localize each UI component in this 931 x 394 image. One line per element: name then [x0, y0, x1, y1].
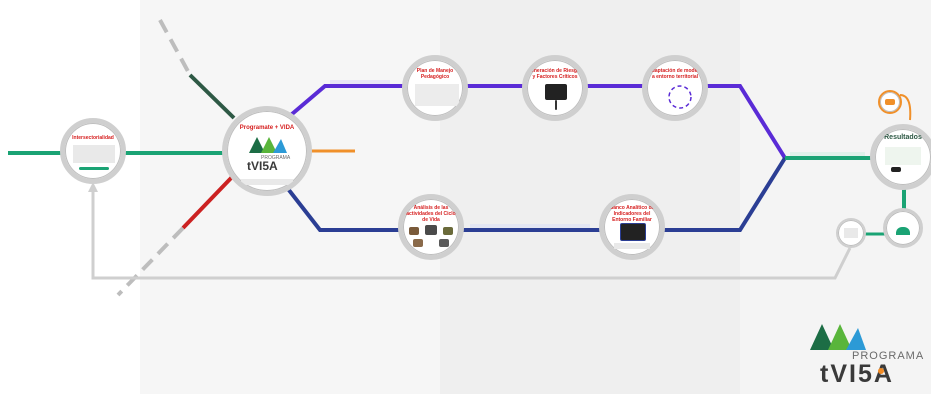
- node-small-text: [844, 228, 858, 238]
- results-marker: [891, 167, 901, 172]
- monitor-icon: [620, 223, 646, 241]
- presentation-stand-icon: [555, 100, 557, 110]
- gray-return-loop: [91, 188, 852, 280]
- node-title: Generación de Riesgos y Factores Crítico…: [527, 68, 583, 80]
- node-title: Programate + VIDA: [239, 125, 295, 131]
- logo-small-text: PROGRAMA: [852, 350, 925, 362]
- node-programate-vida[interactable]: Programate + VIDA PROGRAMA tVI5A: [222, 106, 312, 196]
- activity-photo-5: [439, 239, 449, 247]
- node-small-left[interactable]: [836, 218, 866, 248]
- activity-photo-1: [409, 227, 419, 235]
- center-umbrella-icon: [249, 137, 287, 153]
- dark-green-line: [188, 73, 236, 120]
- navy-path: [283, 156, 787, 232]
- node-analisis-actividades[interactable]: Análisis de las actividades del Ciclo de…: [398, 194, 464, 260]
- path-label-purple: [330, 80, 390, 84]
- red-line: [181, 173, 236, 230]
- node-title: Intersectorialidad: [72, 135, 114, 141]
- programa-vida-logo: PROGRAMA tVI5A: [808, 322, 928, 392]
- node-intersectorialidad[interactable]: Intersectorialidad: [60, 118, 126, 184]
- activity-photo-2: [425, 225, 437, 235]
- node-small-right[interactable]: [883, 208, 923, 248]
- node-orange-badge[interactable]: [878, 90, 902, 114]
- logo-orange-accent: [878, 368, 884, 374]
- green-shape-icon: [896, 227, 910, 235]
- node-plan-manejo[interactable]: Plan de Manejo Pedagógico: [402, 55, 468, 121]
- center-logo-small: PROGRAMA: [261, 155, 291, 161]
- node-title: Plan de Manejo Pedagógico: [416, 68, 454, 80]
- node-content-block: [73, 145, 115, 163]
- path-label-green: [790, 152, 865, 156]
- center-logo-big: tVI5A: [247, 159, 278, 173]
- node-caption-block: [241, 179, 293, 185]
- orange-arrow: [899, 94, 912, 121]
- background-band-right: [740, 0, 931, 394]
- activity-photo-4: [413, 239, 423, 247]
- background-band-left: [140, 0, 440, 394]
- presentation-screen-icon: [545, 84, 567, 100]
- umbrella-logo-icon: [810, 324, 866, 350]
- logo-big-text: tVI5A: [820, 360, 894, 388]
- node-icons-block: [415, 84, 459, 106]
- activity-photo-3: [443, 227, 453, 235]
- orange-badge-icon: [885, 99, 895, 105]
- results-content-block: [885, 147, 921, 165]
- path-label-navy: [470, 224, 590, 228]
- node-caption-block: [614, 243, 650, 249]
- node-adaptacion-modelo[interactable]: Adaptación de modelo a entorno territori…: [642, 55, 708, 121]
- node-title: Resultados: [884, 134, 922, 141]
- node-banco-analitico[interactable]: Banco Analítico de Indicadores del Entor…: [599, 194, 665, 260]
- node-title: Banco Analítico de Indicadores del Entor…: [609, 205, 655, 223]
- node-resultados[interactable]: Resultados: [870, 124, 931, 190]
- cycle-icon: [668, 85, 692, 109]
- node-title: Adaptación de modelo a entorno territori…: [648, 68, 702, 80]
- node-green-marker: [79, 167, 109, 170]
- node-title: Análisis de las actividades del Ciclo de…: [406, 205, 456, 223]
- return-arrow-head: [88, 182, 98, 192]
- dashed-line-lower: [116, 226, 185, 297]
- node-generacion-riesgos[interactable]: Generación de Riesgos y Factores Crítico…: [522, 55, 588, 121]
- dashed-line-upper: [158, 19, 192, 76]
